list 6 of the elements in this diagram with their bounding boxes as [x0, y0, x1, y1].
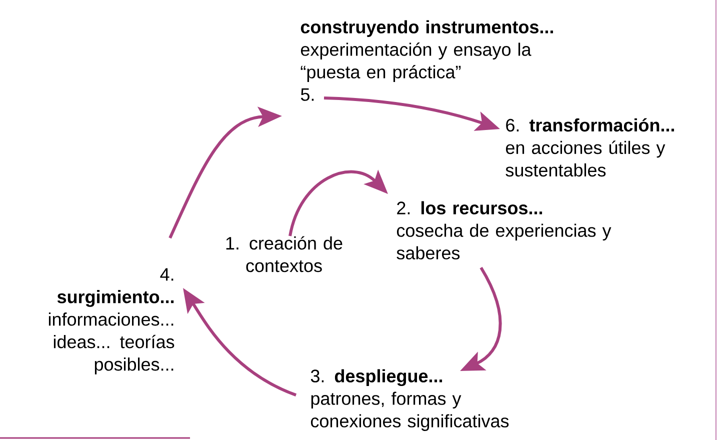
- stage-text: 1. creación de contextos: [226, 236, 342, 272]
- stage-text: 2. los recursos... cosecha de experiencias y saberes: [396, 201, 612, 260]
- stage-text: 6. transformación... en acciones útiles y sustentables: [506, 118, 674, 177]
- stage-text: 3. despliegue... patrones, formas y conexiones significativas: [310, 369, 509, 431]
- stage-text: 4. surgimiento... informaciones... ideas... teorías posibles...: [48, 268, 174, 374]
- stage-text: construyendo instrumentos... experimentación y ensayo la “puesta en práctica” 5.: [300, 20, 553, 101]
